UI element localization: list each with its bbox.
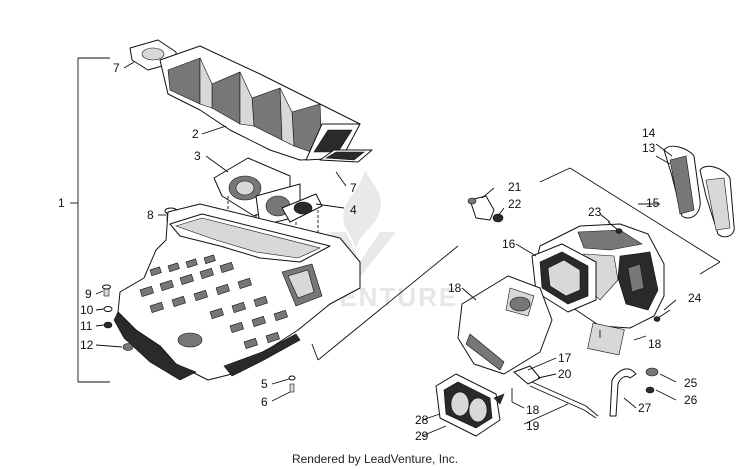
callout-17: 17 [558,351,572,365]
callout-16: 16 [502,237,516,251]
filter-frame-28-29 [435,373,505,437]
base-plate [113,203,361,381]
callout-19: 19 [526,419,540,433]
screw-24 [653,309,671,322]
grommet-25-26 [645,367,659,394]
pad-20 [587,322,625,356]
hardware-5-6 [288,375,296,393]
callout-3: 3 [194,149,201,163]
callout-18-right: 18 [648,337,662,351]
bracket-item-15 [539,167,721,275]
duct-16 [531,243,597,313]
callout-28: 28 [415,413,429,427]
callout-18-bottom: 18 [526,403,540,417]
base-plate-ribs [139,254,288,350]
intake-duct [159,45,361,161]
hose-27 [609,368,637,417]
callout-13: 13 [642,141,656,155]
callout-4: 4 [350,203,357,217]
callout-1: 1 [58,196,65,210]
gasket-4 [281,193,323,223]
callout-7-right: 7 [350,181,357,195]
callout-5: 5 [261,377,268,391]
callout-6: 6 [261,395,268,409]
leaders-right [421,143,677,437]
callout-8: 8 [147,208,154,222]
air-boot [213,157,301,227]
callout-24: 24 [688,291,702,305]
callout-11: 11 [80,319,93,333]
callout-12: 12 [80,338,94,352]
callout-21: 21 [508,180,522,194]
air-filter [663,145,735,238]
callout-23: 23 [588,205,602,219]
fitting-21-22 [467,195,504,223]
callout-25: 25 [684,376,698,390]
callout-9: 9 [85,287,92,301]
callout-26: 26 [684,393,698,407]
footer-credit: Rendered by LeadVenture, Inc. [291,452,459,466]
gasket-outlet [319,149,373,163]
callout-labels: 1 2 3 4 5 6 7 7 8 9 10 11 12 13 14 15 16… [58,61,702,443]
callout-7-top: 7 [113,61,120,75]
outer-housing-18 [457,275,553,375]
leaders-left [95,61,347,402]
callout-22: 22 [508,197,522,211]
assembly-connector [317,245,459,361]
callout-18-left: 18 [448,281,462,295]
callout-20: 20 [558,367,572,381]
bracket-item-1 [70,57,110,383]
callout-29: 29 [415,429,429,443]
rod-17-19 [511,365,599,419]
callout-15: 15 [646,196,660,210]
callout-27: 27 [638,401,652,415]
callout-2: 2 [192,127,199,141]
screw-23 [607,221,623,234]
assembly-connector-tick [311,343,319,361]
callout-14: 14 [642,126,656,140]
callout-10: 10 [80,303,94,317]
